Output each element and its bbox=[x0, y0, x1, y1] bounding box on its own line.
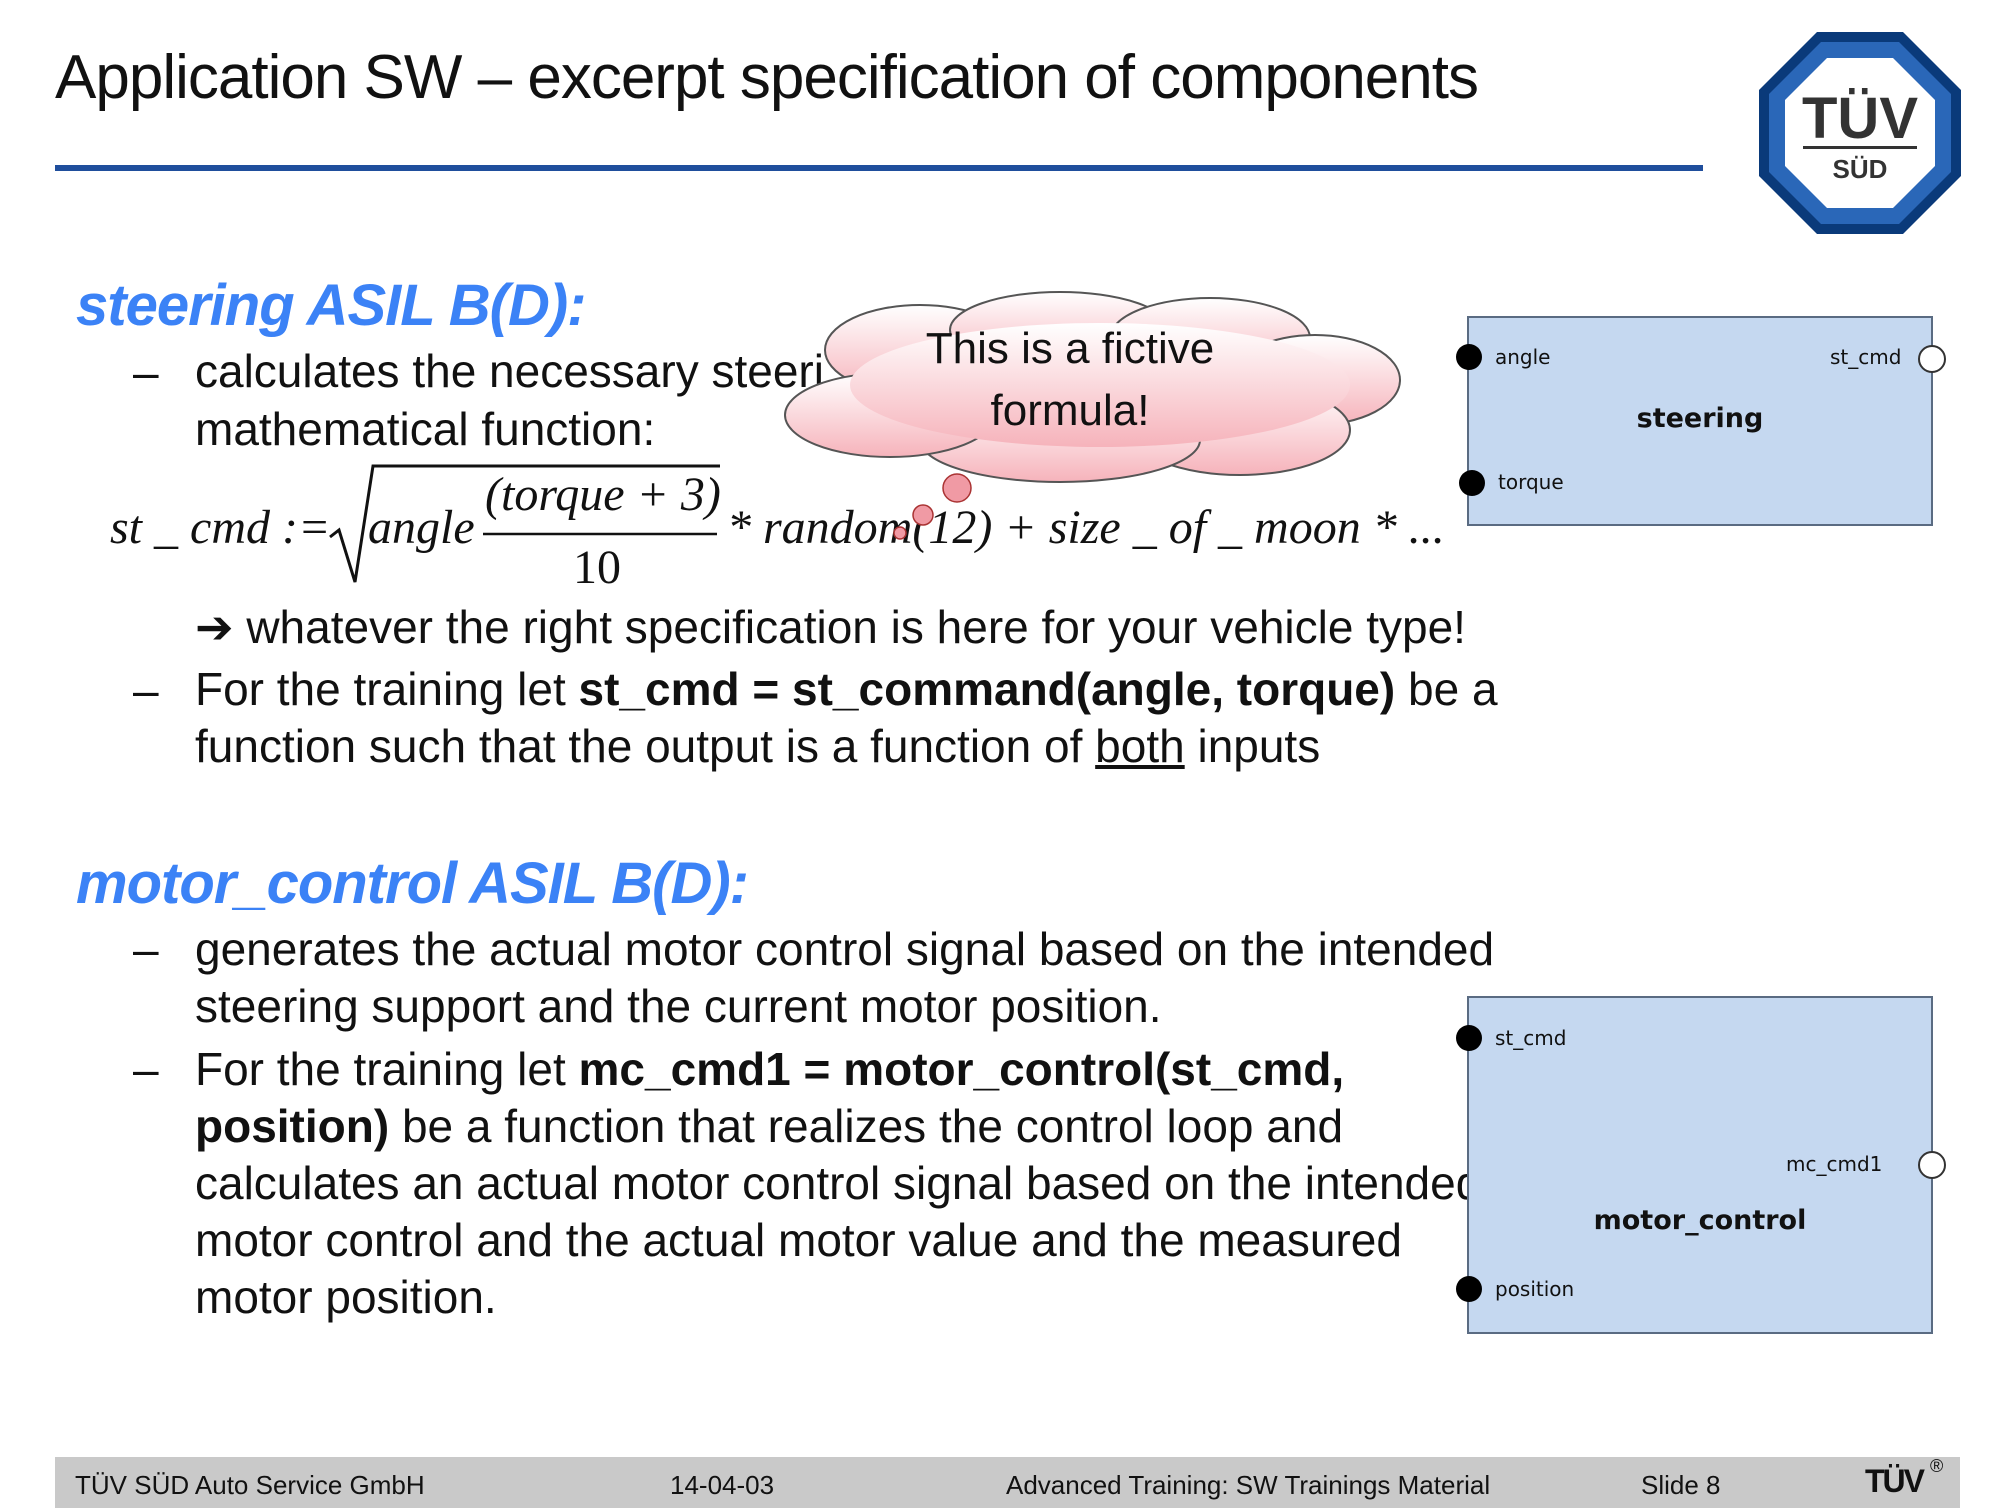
bullet2-underline: both bbox=[1095, 720, 1185, 772]
bullet2-line2-pre: function such that the output is a funct… bbox=[195, 720, 1096, 772]
footer-slide-number: Slide 8 bbox=[1641, 1470, 1721, 1500]
motor-bullet1-line2: steering support and the current motor p… bbox=[195, 980, 1162, 1032]
steering-block bbox=[1467, 316, 1933, 526]
port-st-cmd-out bbox=[1918, 345, 1946, 373]
cloud-text-line2: formula! bbox=[990, 386, 1150, 435]
motor-bullet2-line4: motor control and the actual motor value… bbox=[195, 1214, 1402, 1266]
motor-bullet2-line2: position) be a function that realizes th… bbox=[195, 1097, 1343, 1155]
steering-heading: steering ASIL B(D): bbox=[76, 273, 586, 338]
sqrt-sign bbox=[329, 464, 720, 583]
bullet2-bold: st_cmd = st_command(angle, torque) bbox=[578, 663, 1396, 715]
port-torque-label: torque bbox=[1498, 470, 1564, 494]
steering-bullet2-line2: function such that the output is a funct… bbox=[195, 717, 1320, 775]
formula-rest: * random(12) + size _ of _ moon * ... bbox=[727, 501, 1445, 554]
logo-text-bottom: SÜD bbox=[1833, 154, 1888, 184]
steering-block-name: steering bbox=[1636, 403, 1764, 434]
registered-icon: ® bbox=[1930, 1456, 1944, 1476]
port-mc-cmd1-label: mc_cmd1 bbox=[1786, 1152, 1883, 1176]
motor-bullet2-line1: For the training let mc_cmd1 = motor_con… bbox=[195, 1040, 1344, 1098]
motor-bullet2-bold2: position) bbox=[195, 1100, 390, 1152]
motor-control-block-name: motor_control bbox=[1593, 1205, 1807, 1236]
motor-bullet2-bold1: mc_cmd1 = motor_control(st_cmd, bbox=[578, 1043, 1345, 1095]
arrow-icon: ➔ bbox=[195, 601, 234, 653]
footer-brand: TÜV bbox=[1865, 1463, 1925, 1499]
page-title: Application SW – excerpt specification o… bbox=[55, 43, 1479, 112]
bullet-dash: – bbox=[133, 346, 159, 398]
tuv-sud-logo: TÜV SÜD bbox=[1759, 32, 1961, 234]
port-st-cmd-in bbox=[1456, 1025, 1482, 1051]
port-mc-cmd1-out bbox=[1918, 1151, 1946, 1179]
bullet-dash: – bbox=[133, 1043, 159, 1095]
port-st-cmd-label: st_cmd bbox=[1830, 345, 1902, 369]
title-divider bbox=[55, 165, 1703, 171]
arrow-line: ➔ whatever the right specification is he… bbox=[195, 598, 1466, 656]
footer-course: Advanced Training: SW Trainings Material bbox=[1006, 1470, 1491, 1500]
steering-bullet1-line1: calculates the necessary steeri bbox=[195, 345, 824, 397]
formula-denominator: 10 bbox=[573, 541, 621, 594]
motor-bullet1-line1: generates the actual motor control signa… bbox=[195, 923, 1495, 975]
port-position bbox=[1456, 1276, 1482, 1302]
bullet-dash: – bbox=[133, 664, 159, 716]
bullet-dash: – bbox=[133, 923, 159, 975]
footer-company: TÜV SÜD Auto Service GmbH bbox=[75, 1470, 425, 1500]
arrow-text: whatever the right specification is here… bbox=[246, 601, 1466, 653]
motor-bullet2-line5: motor position. bbox=[195, 1271, 497, 1323]
bullet2-post: be a bbox=[1395, 663, 1498, 715]
thought-cloud bbox=[784, 291, 1401, 540]
port-position-label: position bbox=[1495, 1277, 1575, 1301]
bullet2-line2-post: inputs bbox=[1184, 720, 1321, 772]
port-angle-label: angle bbox=[1495, 345, 1551, 369]
motor-bullet2-post: be a function that realizes the control … bbox=[389, 1100, 1344, 1152]
motor-control-block bbox=[1467, 996, 1933, 1334]
formula-lhs: st _ cmd := bbox=[110, 501, 331, 554]
formula-angle: angle bbox=[368, 501, 475, 554]
port-torque bbox=[1459, 470, 1485, 496]
footer-date: 14-04-03 bbox=[670, 1470, 775, 1500]
bullet2-pre: For the training let bbox=[195, 663, 579, 715]
motor-bullet2-line3: calculates an actual motor control signa… bbox=[195, 1157, 1482, 1209]
motor-control-heading: motor_control ASIL B(D): bbox=[76, 851, 749, 916]
logo-text-top: TÜV bbox=[1802, 86, 1918, 151]
formula-numerator: (torque + 3) bbox=[485, 468, 721, 521]
steering-bullet1-line2: mathematical function: bbox=[195, 403, 656, 455]
cloud-text-line1: This is a fictive bbox=[925, 324, 1215, 373]
steering-bullet2-line1: For the training let st_cmd = st_command… bbox=[195, 660, 1498, 718]
motor-bullet2-pre: For the training let bbox=[195, 1043, 579, 1095]
port-st-cmd-in-label: st_cmd bbox=[1495, 1026, 1567, 1050]
port-angle bbox=[1456, 344, 1482, 370]
